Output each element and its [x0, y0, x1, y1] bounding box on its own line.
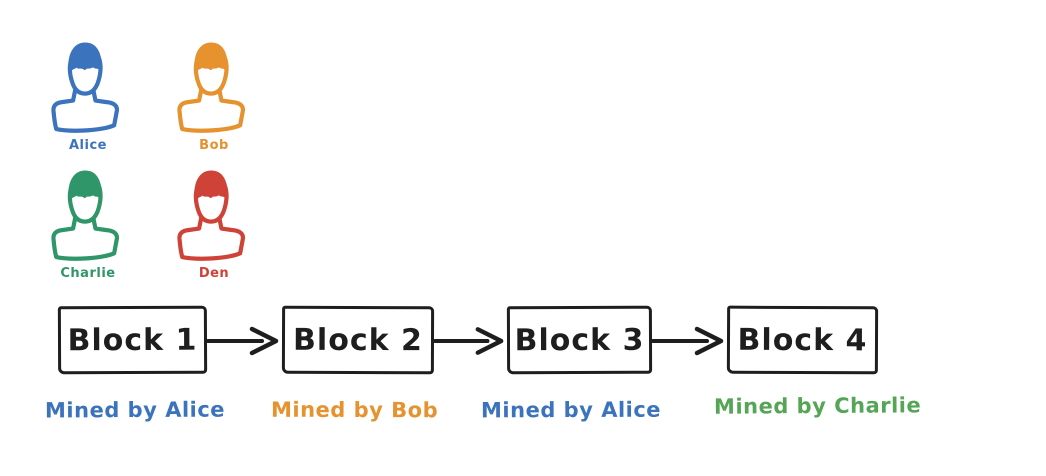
arrow-right-icon	[651, 325, 727, 357]
person-alice: Alice	[42, 36, 134, 153]
person-charlie: Charlie	[42, 164, 134, 281]
arrow-right-icon	[206, 325, 282, 357]
mined-by-label-1: Mined by Alice	[44, 397, 226, 423]
arrow-right-icon	[433, 325, 507, 357]
block-node-1: Block 1	[57, 305, 208, 375]
mined-by-label-3: Mined by Alice	[480, 397, 662, 423]
person-bust-icon	[46, 36, 130, 140]
person-bust-icon	[172, 36, 256, 140]
block-node-4: Block 4	[726, 305, 879, 375]
block-label: Block 2	[293, 322, 423, 358]
block-label: Block 3	[514, 322, 645, 358]
person-name-label: Den	[198, 266, 230, 281]
person-name-label: Alice	[69, 138, 107, 153]
person-bust-icon	[172, 164, 256, 268]
block-label: Block 1	[67, 322, 198, 358]
mined-by-label-2: Mined by Bob	[270, 397, 439, 423]
mined-by-label-4: Mined by Charlie	[713, 393, 922, 419]
person-bob: Bob	[168, 36, 260, 153]
person-bust-icon	[46, 164, 130, 268]
block-label: Block 4	[737, 322, 868, 358]
person-name-label: Bob	[199, 138, 229, 153]
person-den: Den	[168, 164, 260, 281]
block-node-3: Block 3	[506, 305, 653, 375]
block-node-2: Block 2	[281, 305, 435, 375]
person-name-label: Charlie	[60, 266, 116, 281]
